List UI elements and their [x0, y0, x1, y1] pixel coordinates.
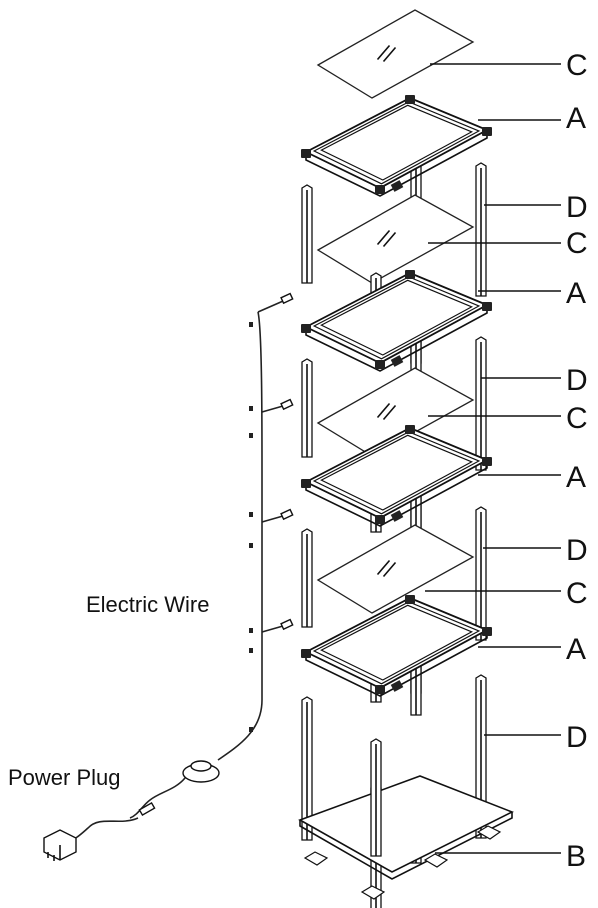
- cable-to-inline-connector: [129, 777, 186, 819]
- glass-panel-2-glare-2: [382, 231, 397, 248]
- electric-wire-cable: [217, 311, 263, 761]
- frame-3-corner-bracket: [405, 425, 415, 434]
- label-d-posts-4: D: [566, 721, 588, 754]
- base-panel-assembly: [298, 738, 514, 900]
- label-c-top-glass: C: [566, 49, 588, 82]
- inline-connector: [138, 801, 156, 817]
- frame-3-wire-clip: [390, 510, 404, 522]
- shelf-level-4: [301, 595, 492, 908]
- label-d-posts-3: D: [566, 534, 588, 567]
- base-foot-pad-4: [360, 885, 386, 900]
- label-d-posts-2: D: [566, 364, 588, 397]
- frame-4-corner-bracket: [405, 595, 415, 604]
- shelf-level-1: [301, 95, 492, 364]
- label-a-frame-1: A: [566, 102, 586, 135]
- label-d-posts-1: D: [566, 191, 588, 224]
- frame-2-corner-bracket: [405, 270, 415, 279]
- frame-1-wire-clip: [390, 180, 404, 192]
- base-panel-thickness: [299, 812, 513, 880]
- cable-clip-3: [249, 433, 253, 438]
- glass-panel-top-glare-1: [376, 44, 391, 61]
- glass-panel-2-glare-1: [376, 229, 391, 246]
- frame-4-corner-bracket: [301, 649, 311, 658]
- cable-clip-4: [249, 512, 253, 517]
- frame-1-corner-bracket: [405, 95, 415, 104]
- frame-2-corner-bracket: [482, 302, 492, 311]
- frame-2-corner-bracket: [375, 360, 385, 369]
- frame-1-corner-bracket: [375, 185, 385, 194]
- frame-3-corner-bracket: [301, 479, 311, 488]
- foot-switch-button: [190, 760, 212, 772]
- frame-4-corner-bracket: [482, 627, 492, 636]
- electric-wire-caption: Electric Wire: [86, 592, 209, 617]
- glass-panel-3: [316, 367, 475, 457]
- glass-panel-4-glare-1: [376, 559, 391, 576]
- glass-panel-4: [316, 524, 475, 614]
- wire-connector-3: [280, 508, 294, 521]
- frame-3-corner-bracket: [375, 515, 385, 524]
- glass-panel-3-glare-1: [376, 402, 391, 419]
- frame-1-opening: [320, 104, 474, 181]
- label-a-frame-4: A: [566, 633, 586, 666]
- frame-1-corner-bracket: [301, 149, 311, 158]
- glass-panel-top: [316, 9, 475, 99]
- frame-1-corner-bracket: [482, 127, 492, 136]
- cabinet-parts: [298, 9, 514, 908]
- frame-4-opening: [320, 604, 474, 681]
- cable-clip-2: [249, 406, 253, 411]
- frame-4-corner-bracket: [375, 685, 385, 694]
- power-plug-caption: Power Plug: [8, 765, 121, 790]
- frame-3-corner-bracket: [482, 457, 492, 466]
- electric-wire-assembly: [43, 292, 294, 861]
- cable-clip-8: [249, 727, 253, 732]
- label-a-frame-2: A: [566, 277, 586, 310]
- wire-connector-1: [280, 292, 294, 305]
- label-c-glass-4: C: [566, 577, 588, 610]
- frame-3-opening: [320, 434, 474, 511]
- label-c-glass-2: C: [566, 227, 588, 260]
- base-foot-pad-2: [423, 853, 449, 868]
- base-foot-pad-1: [303, 851, 329, 866]
- label-b-base: B: [566, 840, 586, 873]
- cable-clip-7: [249, 648, 253, 653]
- frame-2-opening: [320, 279, 474, 356]
- frame-2-wire-clip: [390, 355, 404, 367]
- cable-clip-5: [249, 543, 253, 548]
- leader-lines: [425, 63, 561, 854]
- glass-panel-2: [316, 194, 475, 284]
- label-c-glass-3: C: [566, 402, 588, 435]
- cable-clip-1: [249, 322, 253, 327]
- wire-connector-2: [280, 398, 294, 411]
- base-foot-pad-3: [476, 825, 502, 840]
- glass-panel-top-glare-2: [382, 46, 397, 63]
- glass-panel-4-glare-2: [382, 561, 397, 578]
- label-a-frame-3: A: [566, 461, 586, 494]
- wire-connector-4: [280, 618, 294, 631]
- glass-panel-3-glare-2: [382, 404, 397, 421]
- frame-2-corner-bracket: [301, 324, 311, 333]
- cable-clip-6: [249, 628, 253, 633]
- frame-4-wire-clip: [390, 680, 404, 692]
- cable-to-power-plug: [65, 817, 139, 843]
